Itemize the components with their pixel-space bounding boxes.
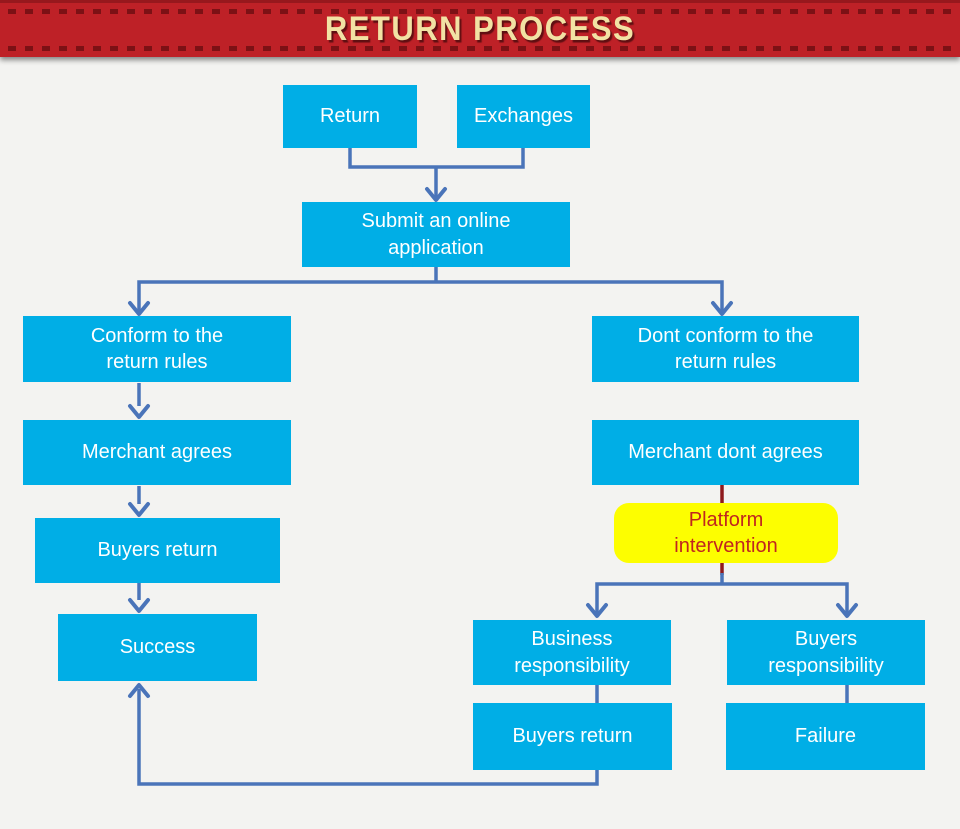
node-return: Return bbox=[283, 85, 417, 148]
node-merchant-agrees: Merchant agrees bbox=[23, 420, 291, 485]
arrowhead-into-submit bbox=[425, 187, 447, 202]
page-title: RETURN PROCESS bbox=[324, 8, 636, 49]
node-submit-application: Submit an online application bbox=[302, 202, 570, 267]
connector-return-exchanges-join bbox=[348, 148, 525, 169]
connector-branch-split bbox=[137, 280, 724, 312]
arrowhead-into-merchant-agrees bbox=[128, 404, 150, 419]
arrowhead-into-buyers-resp bbox=[836, 603, 858, 618]
arrowhead-up-into-success bbox=[128, 683, 150, 698]
arrowhead-into-conform bbox=[128, 301, 150, 316]
connector-responsibility-split bbox=[595, 582, 849, 614]
node-merchant-dont-agrees: Merchant dont agrees bbox=[592, 420, 859, 485]
arrowhead-into-dont-conform bbox=[711, 301, 733, 316]
arrowhead-into-buyers-return-left bbox=[128, 502, 150, 517]
header-banner: RETURN PROCESS bbox=[0, 0, 960, 57]
node-failure: Failure bbox=[726, 703, 925, 770]
arrowhead-into-success bbox=[128, 598, 150, 613]
node-platform-intervention: Platform intervention bbox=[614, 503, 838, 563]
stitch-line-bottom bbox=[8, 46, 952, 51]
stitch-line-top bbox=[8, 9, 952, 14]
node-conform-rules: Conform to the return rules bbox=[23, 316, 291, 382]
node-buyers-responsibility: Buyers responsibility bbox=[727, 620, 925, 685]
node-buyers-return-left: Buyers return bbox=[35, 518, 280, 583]
node-business-responsibility: Business responsibility bbox=[473, 620, 671, 685]
arrowhead-into-business-resp bbox=[586, 603, 608, 618]
node-exchanges: Exchanges bbox=[457, 85, 590, 148]
node-success: Success bbox=[58, 614, 257, 681]
node-dont-conform-rules: Dont conform to the return rules bbox=[592, 316, 859, 382]
node-buyers-return-right: Buyers return bbox=[473, 703, 672, 770]
